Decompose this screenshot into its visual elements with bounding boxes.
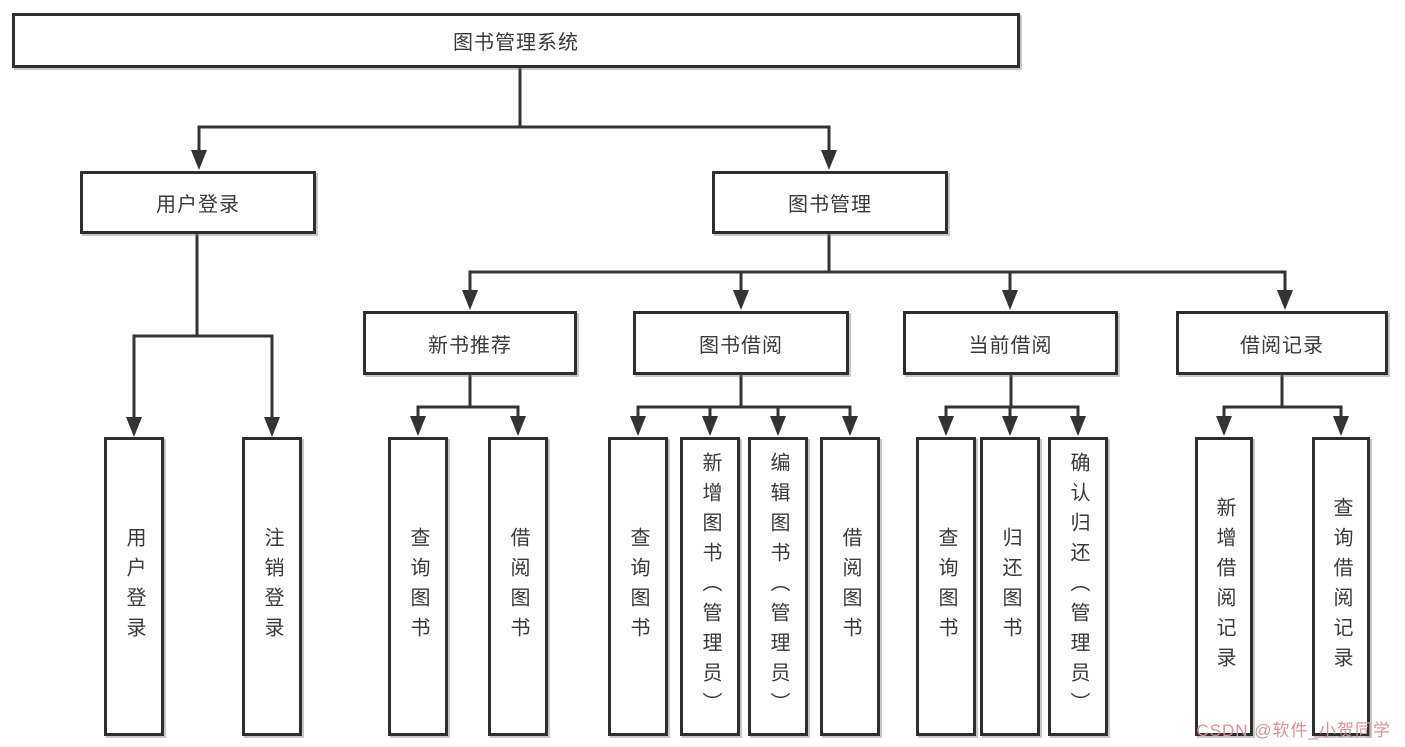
leaf-nb-borrow-books: 借阅图书 (488, 437, 548, 736)
leaf-cb-return-books-label: 归还图书 (999, 526, 1021, 647)
leaf-bb-borrow-books: 借阅图书 (820, 437, 880, 736)
csdn-watermark: CSDN @软件_小贺同学 (1196, 721, 1391, 740)
leaf-cb-query-books-label: 查询图书 (935, 526, 957, 647)
leaf-bb-edit-books-admin: 编辑图书（管理员） (748, 437, 808, 736)
leaf-user-login-label: 用户登录 (123, 526, 145, 647)
leaf-br-add-record-label: 新增借阅记录 (1213, 496, 1235, 677)
leaf-cb-query-books: 查询图书 (916, 437, 976, 736)
leaf-bb-query-books: 查询图书 (608, 437, 668, 736)
leaf-br-query-record: 查询借阅记录 (1312, 437, 1370, 736)
leaf-nb-query-books-label: 查询图书 (407, 526, 429, 647)
leaf-cb-confirm-return-admin-label: 确认归还（管理员） (1067, 451, 1089, 722)
leaf-br-add-record: 新增借阅记录 (1195, 437, 1253, 736)
node-book-borrow: 图书借阅 (633, 311, 849, 375)
node-borrow-records: 借阅记录 (1176, 311, 1388, 375)
leaf-bb-query-books-label: 查询图书 (627, 526, 649, 647)
leaf-br-query-record-label: 查询借阅记录 (1330, 496, 1352, 677)
leaf-bb-borrow-books-label: 借阅图书 (839, 526, 861, 647)
leaf-cb-confirm-return-admin: 确认归还（管理员） (1048, 437, 1108, 736)
node-book-management-label: 图书管理 (788, 194, 872, 216)
leaf-bb-add-books-admin: 新增图书（管理员） (680, 437, 740, 736)
leaf-nb-borrow-books-label: 借阅图书 (507, 526, 529, 647)
leaf-cb-return-books: 归还图书 (980, 437, 1040, 736)
node-borrow-records-label: 借阅记录 (1240, 334, 1324, 357)
leaf-bb-add-books-admin-label: 新增图书（管理员） (699, 451, 721, 722)
leaf-logout-label: 注销登录 (261, 526, 283, 647)
node-user-login: 用户登录 (80, 171, 316, 234)
node-user-login-label: 用户登录 (156, 194, 240, 216)
leaf-user-login: 用户登录 (104, 437, 164, 736)
node-book-management: 图书管理 (712, 171, 948, 234)
leaf-nb-query-books: 查询图书 (388, 437, 448, 736)
leaf-logout: 注销登录 (242, 437, 302, 736)
node-new-book-recommend-label: 新书推荐 (428, 334, 512, 357)
leaf-bb-edit-books-admin-label: 编辑图书（管理员） (767, 451, 789, 722)
node-book-borrow-label: 图书借阅 (699, 334, 783, 357)
node-current-borrow: 当前借阅 (903, 311, 1118, 375)
node-current-borrow-label: 当前借阅 (968, 334, 1053, 357)
node-root-label: 图书管理系统 (453, 32, 579, 54)
node-root: 图书管理系统 (12, 13, 1020, 68)
node-new-book-recommend: 新书推荐 (363, 311, 577, 375)
